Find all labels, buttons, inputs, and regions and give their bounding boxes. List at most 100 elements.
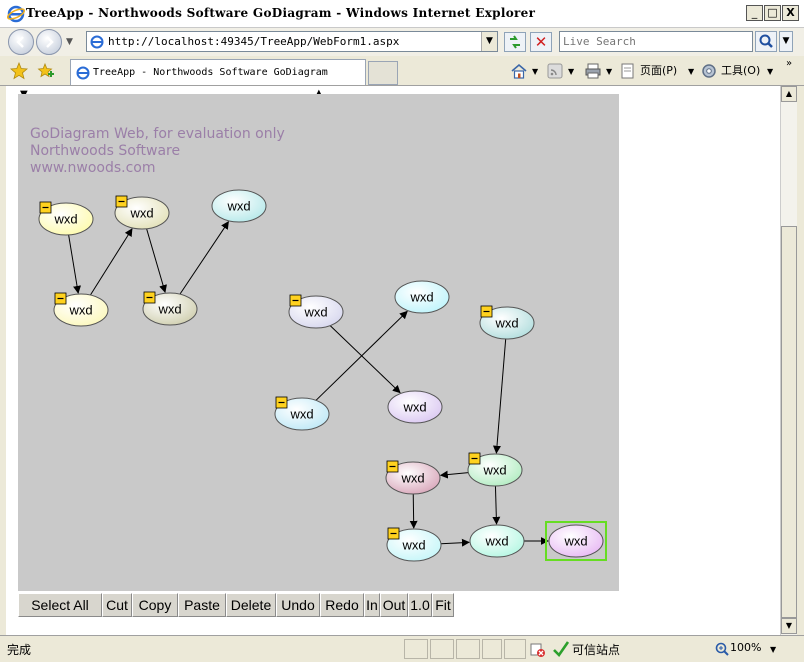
node-ellipse[interactable] [53,293,109,327]
diagram-node[interactable]: wxd [53,292,109,327]
diagram-link[interactable] [439,470,469,479]
toolbar-button-delete[interactable]: Delete [226,593,276,617]
back-button[interactable] [8,29,34,55]
scroll-thumb[interactable] [781,226,797,618]
refresh-button[interactable] [504,32,526,52]
scroll-down-button[interactable]: ▼ [781,618,797,634]
feeds-icon[interactable] [546,62,564,80]
address-text[interactable]: http://localhost:49345/TreeApp/WebForm1.… [108,35,400,48]
diagram-link[interactable] [492,338,507,454]
diagram-link[interactable] [179,221,229,295]
node-ellipse[interactable] [38,202,94,236]
toolbar-button-select-all[interactable]: Select All [18,593,102,617]
tools-menu-dropdown-icon[interactable]: ▼ [767,67,774,76]
restore-button[interactable]: □ [764,5,781,21]
diagram-link[interactable] [492,485,501,525]
add-favorites-icon[interactable] [37,62,55,80]
feeds-dropdown-icon[interactable]: ▼ [568,67,575,76]
vertical-scrollbar[interactable]: ▲ ▼ [780,86,797,635]
diagram-node[interactable]: wxd [142,291,198,326]
address-bar[interactable]: http://localhost:49345/TreeApp/WebForm1.… [86,31,498,52]
diagram-link[interactable] [329,325,401,394]
toolbar-button-in[interactable]: In [364,593,380,617]
diagram-node[interactable]: wxd [479,305,535,340]
zoom-dropdown-icon[interactable]: ▼ [770,645,777,654]
blocked-popup-icon[interactable] [530,642,546,658]
diagram-node[interactable]: wxd [394,280,450,314]
node-ellipse[interactable] [288,295,344,329]
toolbar-button-paste[interactable]: Paste [178,593,226,617]
toolbar-button-copy[interactable]: Copy [132,593,178,617]
close-button[interactable]: X [782,5,799,21]
diagram-node[interactable]: wxd [386,527,442,562]
tools-menu[interactable]: 工具(O) [721,64,761,77]
toolbar-button-cut[interactable]: Cut [102,593,132,617]
toolbar-button-undo[interactable]: Undo [276,593,320,617]
home-dropdown-icon[interactable]: ▼ [532,67,539,76]
zoom-level[interactable]: 100% [730,641,762,654]
page-icon [90,35,104,49]
search-button[interactable] [755,31,777,52]
diagram-node[interactable]: wxd [38,201,94,236]
diagram-node[interactable]: wxd [288,294,344,329]
print-icon[interactable] [584,62,602,80]
node-ellipse[interactable] [211,189,267,223]
page-menu-dropdown-icon[interactable]: ▼ [688,67,695,76]
search-options-dropdown-icon[interactable]: ▼ [779,31,793,52]
node-ellipse[interactable] [387,390,443,424]
eval-line: www.nwoods.com [30,160,156,176]
home-icon[interactable] [510,62,528,80]
diagram-node[interactable]: wxd [387,390,443,424]
diagram-link[interactable] [146,228,167,294]
diagram-link[interactable] [440,538,470,547]
search-input[interactable] [563,33,749,50]
diagram-node[interactable]: wxd [114,195,170,230]
diagram-node[interactable]: wxd [274,396,330,431]
address-dropdown-icon[interactable]: ▼ [481,32,497,51]
minimize-button[interactable]: _ [746,5,763,21]
node-label: wxd [563,534,587,549]
node-label: wxd [289,407,313,422]
eval-line: Northwoods Software [30,143,181,159]
diagram-link[interactable] [68,234,81,294]
node-ellipse[interactable] [142,292,198,326]
print-dropdown-icon[interactable]: ▼ [606,67,613,76]
toolbar-button-1-0[interactable]: 1.0 [408,593,432,617]
node-label: wxd [53,212,77,227]
diagram-node[interactable]: wxd [469,524,525,558]
diagram-node[interactable]: wxd [467,452,523,487]
node-ellipse[interactable] [274,397,330,431]
page-menu[interactable]: 页面(P) [640,64,678,77]
toolbar-button-out[interactable]: Out [380,593,408,617]
diagram-link[interactable] [315,310,408,401]
toolbar-button-fit[interactable]: Fit [432,593,454,617]
toolbar-button-redo[interactable]: Redo [320,593,364,617]
search-box[interactable] [559,31,753,52]
node-ellipse[interactable] [114,196,170,230]
diagram-node[interactable]: wxd [545,521,607,561]
diagram-node[interactable]: wxd [211,189,267,223]
node-ellipse[interactable] [469,524,525,558]
diagram-link[interactable] [90,228,133,296]
diagram-node[interactable]: wxd [385,460,441,495]
favorites-star-icon[interactable] [10,62,28,80]
diagram-link[interactable] [409,493,418,529]
scroll-up-button[interactable]: ▲ [781,86,797,102]
new-tab-button[interactable] [368,61,398,85]
node-ellipse[interactable] [386,528,442,562]
status-panel [456,639,480,659]
chevron-more-icon[interactable]: » [786,58,793,69]
trusted-check-icon [553,641,570,658]
tab-treeapp[interactable]: TreeApp - Northwoods Software GoDiagram [70,59,366,85]
node-ellipse[interactable] [467,453,523,487]
stop-button[interactable]: ✕ [530,32,552,52]
node-ellipse[interactable] [479,306,535,340]
node-ellipse[interactable] [385,461,441,495]
diagram-frame [18,94,619,591]
back-arrow-icon [16,36,24,48]
forward-button[interactable] [36,29,62,55]
node-ellipse[interactable] [394,280,450,314]
node-ellipse[interactable] [548,524,604,558]
history-dropdown-icon[interactable]: ▼ [66,37,73,47]
